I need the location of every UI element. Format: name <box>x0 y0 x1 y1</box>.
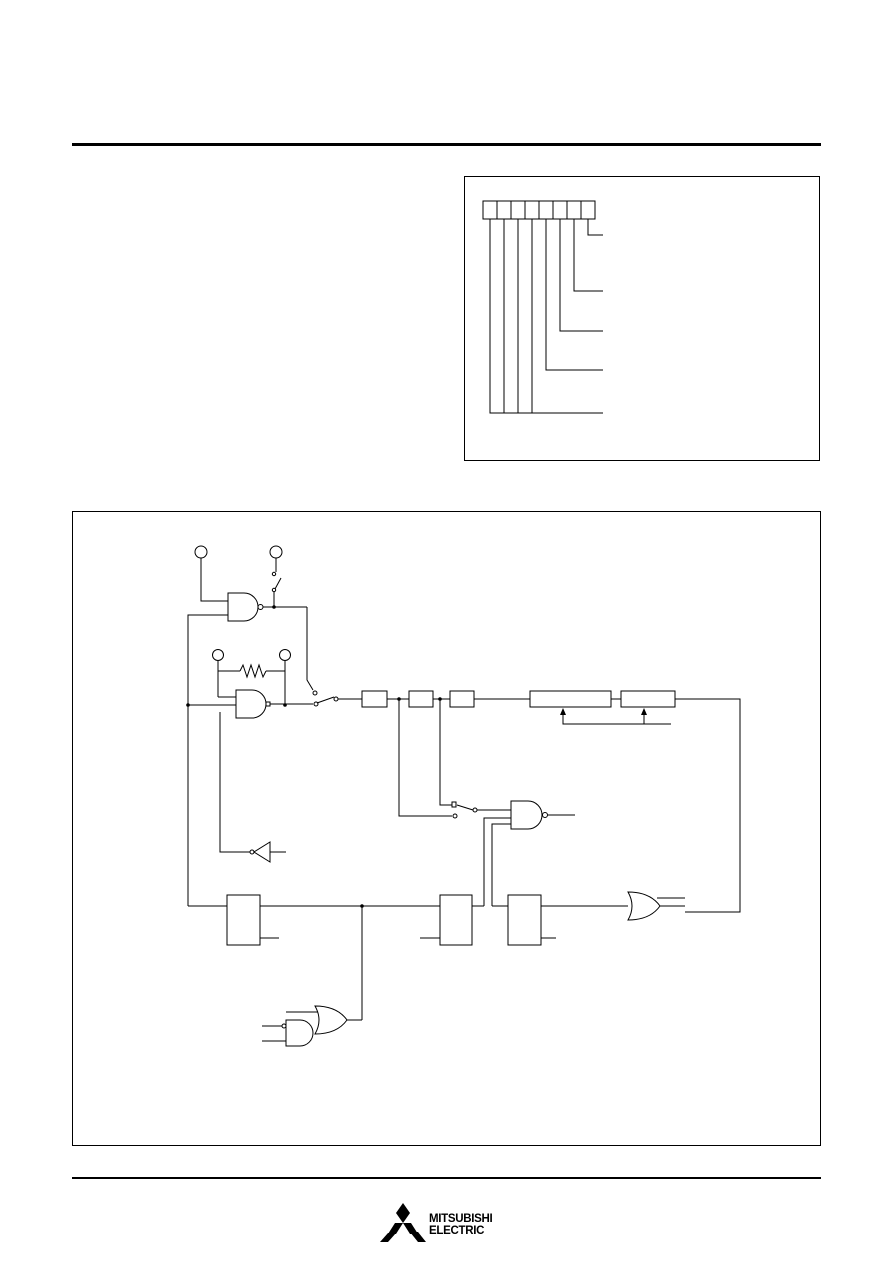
latch-block-3 <box>507 894 542 946</box>
input-pin-3 <box>212 649 224 661</box>
junction-dot <box>186 703 190 707</box>
junction-dot <box>397 697 401 701</box>
nand-bubble-top <box>257 604 264 610</box>
nand-gate-oscillator <box>235 689 267 719</box>
selector2-pivot <box>472 807 478 813</box>
nand-bubble-osc <box>265 701 271 707</box>
wire-tap-div1 <box>398 699 452 817</box>
junction-dot <box>283 703 287 707</box>
counter-block-2 <box>620 690 676 708</box>
wire-counter-or <box>675 698 741 913</box>
latch-block-2 <box>439 894 473 946</box>
wire-to-selector <box>306 607 314 691</box>
selector2-switch <box>456 804 474 811</box>
selector-pivot <box>333 696 339 702</box>
wire-pin3-resistor <box>217 661 240 672</box>
selector2-contact <box>452 813 458 819</box>
wire-counter-load <box>562 712 671 725</box>
brand-name-line1: MITSUBISHI <box>429 1213 493 1225</box>
selector-contact <box>313 701 319 707</box>
and-gate-bubble <box>281 1023 287 1029</box>
divider-block-3 <box>449 690 475 708</box>
wire-inverter-enable <box>219 712 250 853</box>
input-pin-2 <box>269 545 283 559</box>
arrow-load <box>560 708 566 715</box>
junction-dot <box>438 697 442 701</box>
selector-contact <box>312 690 318 696</box>
register-diagram <box>482 200 603 414</box>
register-diagram-frame <box>464 176 820 461</box>
counter-block-1 <box>529 690 612 708</box>
switch-top <box>274 577 282 590</box>
footer-rule <box>72 1177 821 1179</box>
selector2-contact <box>451 801 457 808</box>
or-gate-reset <box>314 1005 348 1035</box>
three-diamonds-icon <box>380 1203 426 1242</box>
or-gate-counter <box>627 891 661 921</box>
wire-pin1-nand <box>200 558 228 602</box>
feedback-resistor <box>239 663 267 679</box>
divider-block-2 <box>408 690 434 708</box>
inverter-buffer <box>253 841 271 863</box>
junction-dot <box>360 904 364 908</box>
bit1-leader <box>573 219 603 292</box>
input-pin-4 <box>279 649 291 661</box>
junction-dot <box>272 605 276 609</box>
bit3-leader <box>545 219 603 371</box>
wire-latch-nand <box>483 817 511 906</box>
latch-block-1 <box>226 894 261 946</box>
circuit-diagram-frame <box>72 511 821 1146</box>
wire-tap-div2 <box>439 699 452 806</box>
switch-contact <box>271 587 277 593</box>
bit0-leader <box>587 219 603 236</box>
and-gate-reset <box>285 1019 314 1047</box>
wire-latch2-nand <box>491 823 511 906</box>
nand-gate-output <box>510 800 543 830</box>
nand-gate-top <box>227 592 259 622</box>
nand-bubble-output <box>542 812 548 818</box>
inverter-bubble <box>249 849 255 855</box>
header-rule <box>72 143 821 146</box>
bit2-leader <box>559 219 603 332</box>
arrow-load <box>641 708 647 715</box>
wire-feedback-nand-top <box>187 614 228 705</box>
brand-logo: MITSUBISHI ELECTRIC <box>380 1203 515 1247</box>
input-pin-1 <box>194 545 208 559</box>
brand-name-line2: ELECTRIC <box>429 1225 485 1237</box>
bits4-7-leader <box>489 219 603 414</box>
selector-switch <box>316 696 335 704</box>
switch-contact <box>271 571 277 577</box>
divider-block-1 <box>361 690 388 708</box>
